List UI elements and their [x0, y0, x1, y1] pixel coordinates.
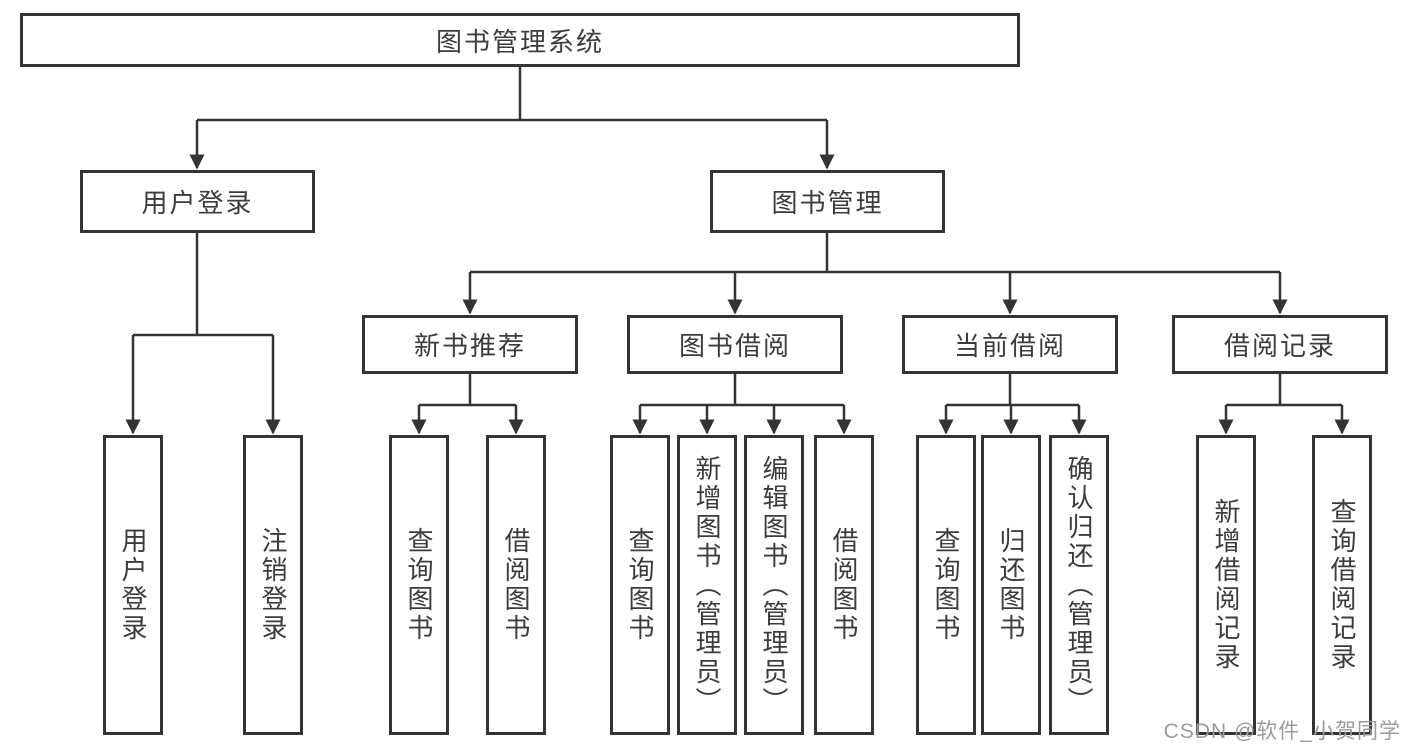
node-book-management: 图书管理: [710, 170, 945, 233]
leaf-add-books-admin: 新增图书（管理员）: [677, 435, 737, 735]
leaf-user-login: 用户登录: [103, 435, 163, 735]
watermark-csdn: CSDN @软件_小贺同学: [1163, 720, 1401, 743]
leaf-add-borrow-record: 新增借阅记录: [1196, 435, 1256, 735]
leaf-query-borrow-record: 查询借阅记录: [1312, 435, 1372, 735]
node-borrowing-records: 借阅记录: [1172, 315, 1388, 374]
node-new-book-recommendation: 新书推荐: [362, 315, 578, 374]
leaf-edit-books-admin: 编辑图书（管理员）: [744, 435, 804, 735]
node-current-borrowing: 当前借阅: [902, 315, 1118, 374]
node-book-borrowing: 图书借阅: [627, 315, 843, 374]
leaf-query-books-current: 查询图书: [916, 435, 976, 735]
leaf-query-books-borrow: 查询图书: [610, 435, 670, 735]
leaf-borrow-books: 借阅图书: [814, 435, 874, 735]
leaf-borrow-books-recommend: 借阅图书: [486, 435, 546, 735]
leaf-query-books-recommend: 查询图书: [389, 435, 449, 735]
leaf-logout: 注销登录: [243, 435, 303, 735]
node-user-login: 用户登录: [80, 170, 315, 233]
leaf-return-books: 归还图书: [981, 435, 1041, 735]
leaf-confirm-return-admin: 确认归还（管理员）: [1049, 435, 1109, 735]
node-root-library-management-system: 图书管理系统: [20, 13, 1020, 67]
